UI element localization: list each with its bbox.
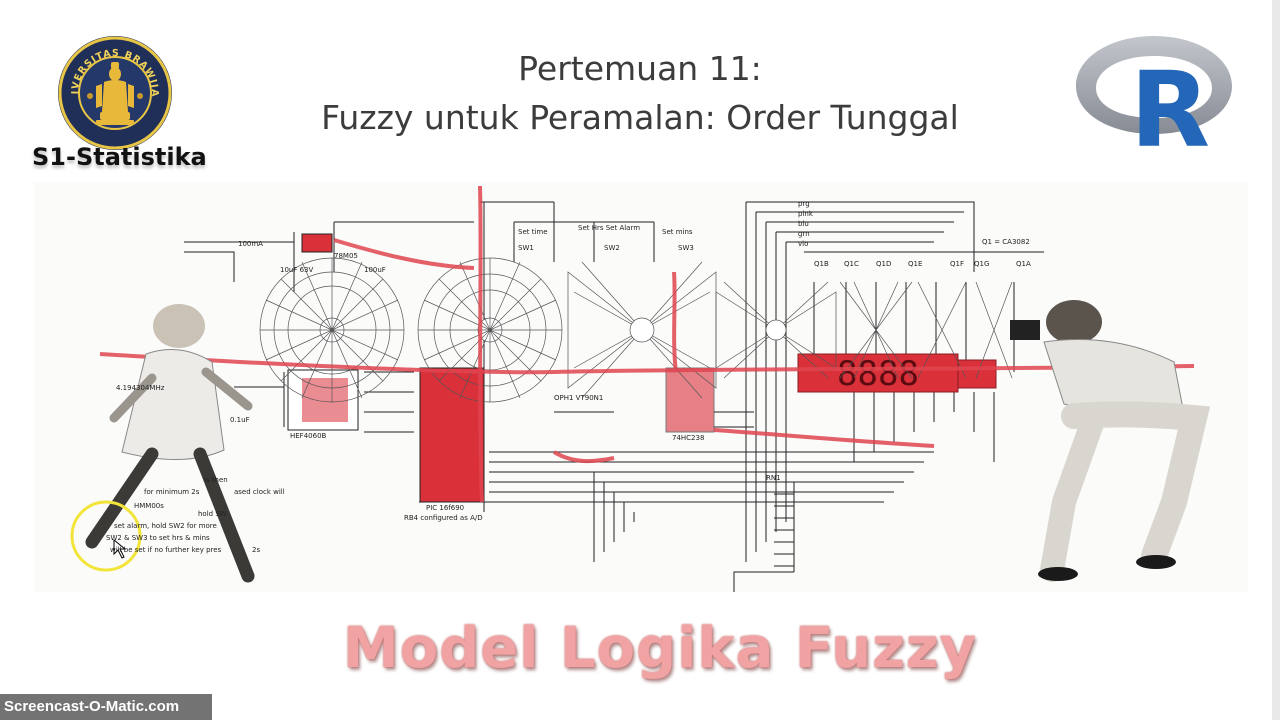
svg-text:RN1: RN1	[766, 474, 781, 482]
svg-text:is then: is then	[204, 476, 228, 484]
svg-text:SW1: SW1	[518, 244, 534, 252]
svg-text:2s: 2s	[252, 546, 260, 554]
svg-text:HMM00s: HMM00s	[134, 502, 164, 510]
spirograph-discs	[259, 257, 1013, 403]
slide-title: Pertemuan 11: Fuzzy untuk Peramalan: Ord…	[250, 44, 1030, 142]
svg-text:Q1 = CA3082: Q1 = CA3082	[982, 238, 1030, 246]
svg-text:ased clock will: ased clock will	[234, 488, 285, 496]
circuit-chips: 8888	[287, 233, 997, 503]
svg-text:OPH1 VT90N1: OPH1 VT90N1	[554, 394, 603, 402]
svg-text:4.194304MHz: 4.194304MHz	[116, 384, 165, 392]
seven-segment-display: 8888	[837, 354, 919, 394]
svg-text:Set mins: Set mins	[662, 228, 693, 236]
svg-text:for minimum 2s: for minimum 2s	[144, 488, 200, 496]
circuit-wiring	[184, 201, 1044, 592]
svg-text:Q1D: Q1D	[876, 260, 891, 268]
svg-text:Q1B: Q1B	[814, 260, 829, 268]
girl-figure	[85, 304, 255, 583]
svg-text:10uF 63V: 10uF 63V	[280, 266, 314, 274]
svg-text:100uF: 100uF	[364, 266, 386, 274]
svg-text:pink: pink	[798, 210, 814, 218]
r-logo-icon: R	[1076, 36, 1232, 155]
svg-text:hold SW: hold SW	[198, 510, 227, 518]
cursor-highlight-icon	[70, 500, 142, 572]
svg-text:vio: vio	[798, 240, 808, 248]
r-logo-letter: R	[1130, 49, 1210, 155]
svg-text:set alarm, hold SW2 for more: set alarm, hold SW2 for more	[114, 522, 217, 530]
svg-text:Q1G: Q1G	[974, 260, 989, 268]
department-label: S1-Statistika	[32, 143, 207, 171]
circuit-collage-picture: 8888	[34, 182, 1248, 592]
svg-text:PIC 16f690: PIC 16f690	[426, 504, 464, 512]
mouse-cursor-icon	[113, 538, 127, 559]
svg-text:SW2 & SW3 to set hrs & mins: SW2 & SW3 to set hrs & mins	[106, 534, 210, 542]
svg-text:prg: prg	[798, 200, 810, 208]
recorder-watermark[interactable]: Screencast-O-Matic.com	[0, 694, 212, 720]
svg-text:Q1E: Q1E	[908, 260, 922, 268]
svg-text:SW2: SW2	[604, 244, 620, 252]
svg-text:78M05: 78M05	[334, 252, 358, 260]
svg-text:will be set if no further key: will be set if no further key pres	[110, 546, 222, 554]
svg-text:0.1uF: 0.1uF	[230, 416, 250, 424]
svg-text:Set Hrs Set Alarm: Set Hrs Set Alarm	[578, 224, 640, 232]
svg-text:Set time: Set time	[518, 228, 548, 236]
svg-text:100mA: 100mA	[238, 240, 263, 248]
svg-text:grn: grn	[798, 230, 810, 238]
photographer-figure	[1010, 300, 1211, 582]
svg-text:HEF4060B: HEF4060B	[290, 432, 327, 440]
slide-subtitle: Model Logika Fuzzy	[343, 616, 977, 681]
svg-text:74HC238: 74HC238	[672, 434, 704, 442]
circuit-labels: Set time Set Hrs Set Alarm Set mins SW1 …	[106, 200, 1031, 554]
svg-text:Q1F: Q1F	[950, 260, 964, 268]
svg-text:Q1C: Q1C	[844, 260, 859, 268]
red-scribbles	[99, 185, 1195, 503]
slide-edge	[1272, 0, 1280, 720]
svg-text:blu: blu	[798, 220, 809, 228]
svg-text:SW3: SW3	[678, 244, 694, 252]
svg-text:RB4 configured as A/D: RB4 configured as A/D	[404, 514, 483, 522]
title-line-2: Fuzzy untuk Peramalan: Order Tunggal	[321, 98, 959, 137]
title-line-1: Pertemuan 11:	[518, 49, 762, 88]
university-seal-icon: UNIVERSITAS BRAWIJAYA	[56, 34, 172, 150]
svg-text:Q1A: Q1A	[1016, 260, 1031, 268]
